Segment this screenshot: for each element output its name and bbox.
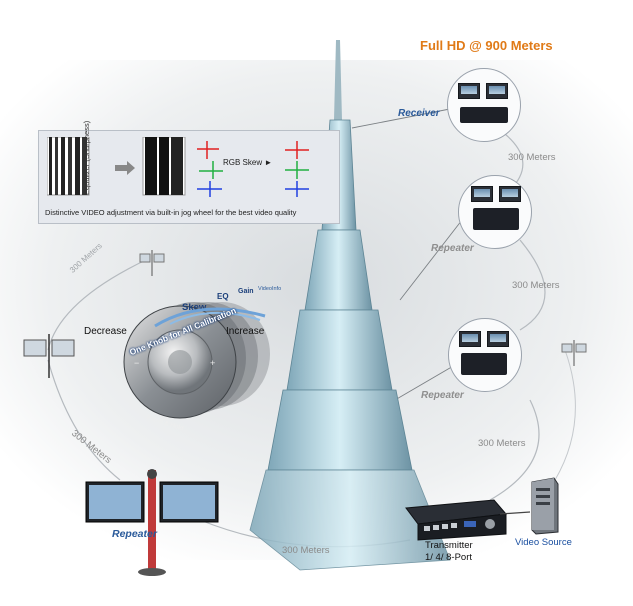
equalizer-label: Equalizer (Sharpness) xyxy=(82,120,91,195)
distance-label-mid: 300 Meters xyxy=(512,280,560,291)
repeater-label-left: Repeater xyxy=(112,528,157,540)
repeater-mid-pointer-line xyxy=(394,364,456,401)
repeater-mid-monitor-right xyxy=(487,331,509,347)
route-line-lower-left xyxy=(47,359,121,481)
knob-gain-label: Gain xyxy=(238,288,254,295)
repeater-pole-right xyxy=(561,340,587,366)
route-line-lower-right xyxy=(489,399,540,501)
receiver-node xyxy=(447,68,521,142)
sharpness-pattern-before xyxy=(47,137,90,196)
receiver-label: Receiver xyxy=(398,108,440,119)
transmitter-device xyxy=(405,499,507,541)
knob-skew-label: Skew xyxy=(182,302,207,313)
receiver-monitor-right xyxy=(486,83,508,99)
video-source-label: Video Source xyxy=(515,537,572,548)
knob-minus-sign: − xyxy=(134,358,140,368)
repeater-label-mid: Repeater xyxy=(421,390,464,401)
repeater-pole-upper xyxy=(139,250,165,276)
knob-videoinfo-label: VideoInfo xyxy=(258,286,282,292)
transmitter-label: Transmitter xyxy=(425,540,473,551)
knob-increase-label: Increase xyxy=(226,326,265,337)
video-adjustment-panel: Equalizer (Sharpness) RGB Skew ► Distinc… xyxy=(38,121,340,224)
receiver-unit xyxy=(460,107,508,123)
receiver-pointer-line xyxy=(351,107,456,129)
repeater-top-monitor-right xyxy=(499,186,521,202)
rgb-skew-before xyxy=(197,141,223,197)
transmitter-port-label: 1/ 4/ 8-Port xyxy=(425,552,472,563)
knob-center xyxy=(168,350,192,374)
arrow-icon xyxy=(115,161,135,175)
panel-graphics xyxy=(47,137,309,197)
pc-connection-line xyxy=(500,511,531,515)
distance-label-bottom: 300 Meters xyxy=(282,545,330,556)
panel-caption: Distinctive VIDEO adjustment via built-i… xyxy=(45,208,297,217)
repeater-top-monitor-left xyxy=(471,186,493,202)
repeater-node-top xyxy=(458,175,532,249)
jog-wheel-knob xyxy=(123,302,270,419)
receiver-monitor-left xyxy=(458,83,480,99)
repeater-display-bottom-left xyxy=(85,469,219,576)
route-line-mid-right xyxy=(519,239,546,331)
knob-arc-arrows xyxy=(154,307,266,328)
route-line-upper-left xyxy=(47,257,151,351)
sharpness-pattern-after xyxy=(142,137,186,196)
knob-decrease-label: Decrease xyxy=(84,326,127,337)
repeater-mid-unit xyxy=(461,353,507,375)
rgb-skew-label: RGB Skew ► xyxy=(223,158,273,167)
repeater-top-pointer-line xyxy=(399,219,463,301)
knob-eq-label: EQ xyxy=(217,292,229,301)
repeater-top-unit xyxy=(473,208,519,230)
repeater-mid-monitor-left xyxy=(459,331,481,347)
route-line-far-right xyxy=(554,349,576,481)
tower-illustration xyxy=(249,40,451,571)
repeater-label-top: Repeater xyxy=(431,243,474,254)
rgb-skew-after xyxy=(285,141,309,197)
knob-plus-sign: + xyxy=(210,358,216,368)
video-source-pc xyxy=(531,477,559,535)
distance-label-right: 300 Meters xyxy=(478,438,526,449)
repeater-node-mid xyxy=(448,318,522,392)
diagram-title: Full HD @ 900 Meters xyxy=(420,38,553,53)
repeater-pole-left xyxy=(23,334,75,378)
distance-label-top: 300 Meters xyxy=(508,152,556,163)
